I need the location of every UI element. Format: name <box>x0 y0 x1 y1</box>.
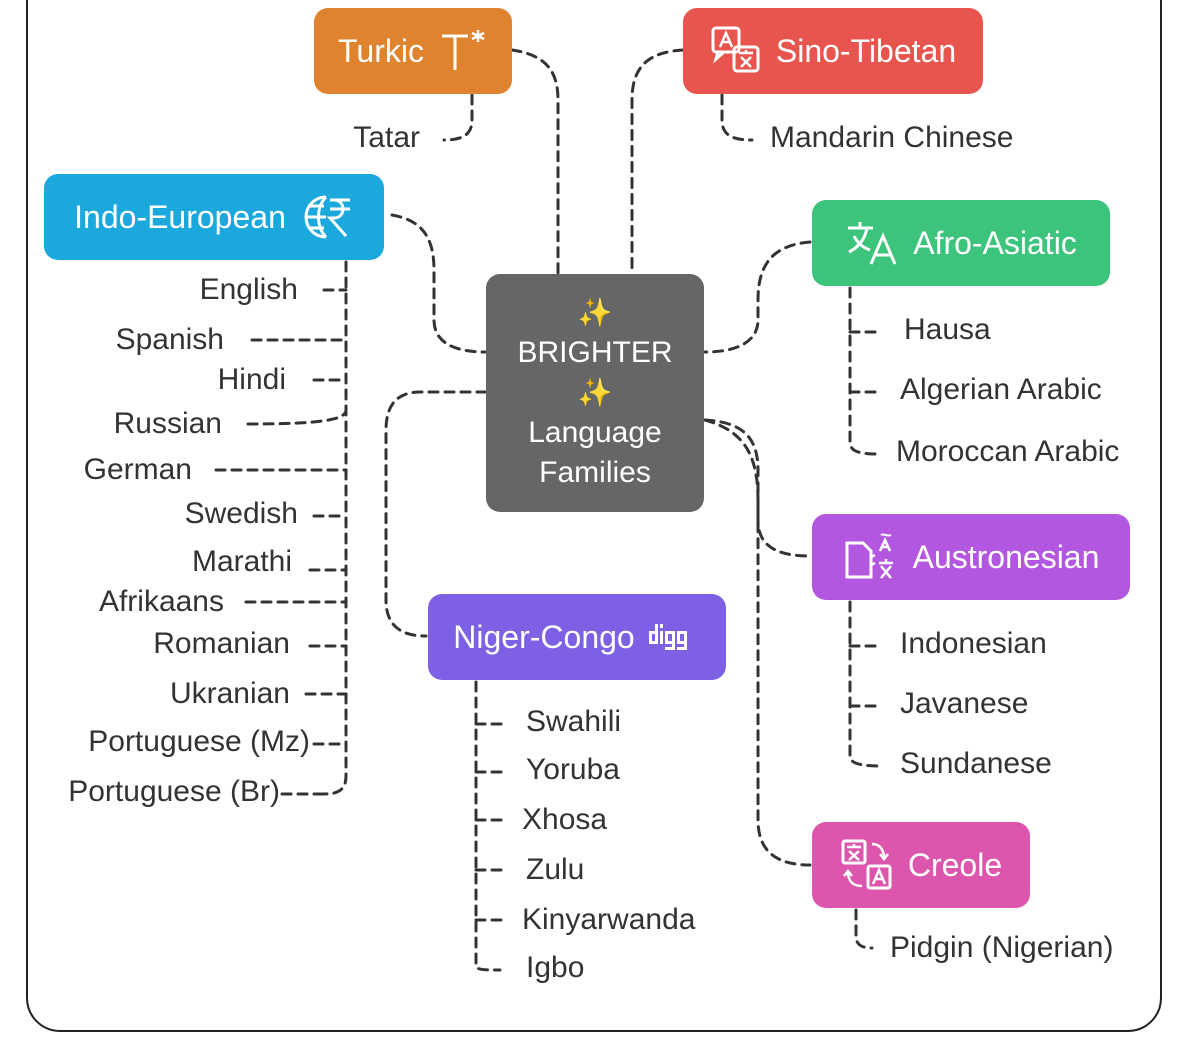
link-indo-european <box>390 213 488 354</box>
family-label: Turkic <box>338 32 424 69</box>
language-item: Hausa <box>904 313 991 346</box>
language-item: Russian <box>113 407 222 440</box>
language-item: Swedish <box>184 497 298 530</box>
translate-chat-icon <box>710 25 762 77</box>
language-item: Romanian <box>153 627 290 660</box>
language-item: Afrikaans <box>98 585 224 618</box>
language-item: Hindi <box>217 363 286 396</box>
family-creole[interactable]: Creole <box>812 822 1030 908</box>
family-label: Sino-Tibetan <box>775 32 957 69</box>
family-turkic[interactable]: Turkic <box>314 8 512 94</box>
family-label: Indo-European <box>74 198 286 235</box>
language-item: Spanish <box>115 323 224 356</box>
family-label: Creole <box>907 846 1003 883</box>
center-title-line3: Families <box>539 456 651 489</box>
center-title-line1: BRIGHTER <box>517 336 673 369</box>
family-austronesian[interactable]: Austronesian <box>812 514 1130 600</box>
family-sino-tibetan[interactable]: Sino-Tibetan <box>683 8 983 94</box>
language-item: German <box>83 453 192 486</box>
language-item: Javanese <box>900 687 1029 720</box>
language-item: Sundanese <box>900 747 1052 780</box>
language-item: Ukranian <box>169 677 290 710</box>
language-item: Swahili <box>526 705 622 738</box>
family-afro-asiatic[interactable]: Afro-Asiatic <box>812 200 1110 286</box>
language-item: Tatar <box>353 121 420 154</box>
family-indo-european[interactable]: Indo-European <box>44 174 384 260</box>
language-item: Pidgin (Nigerian) <box>890 931 1114 964</box>
sparkles-icon: ✨ <box>577 377 613 408</box>
language-item: Kinyarwanda <box>522 903 696 936</box>
diagram-frame <box>26 0 1162 1032</box>
language-item: English <box>199 273 298 306</box>
language-item: Marathi <box>191 545 292 578</box>
language-item: Portuguese (Br) <box>68 775 280 808</box>
center-title-line2: Language <box>528 416 662 449</box>
language-item: Indonesian <box>900 627 1047 660</box>
center-node: ✨ BRIGHTER ✨ Language Families <box>486 274 704 512</box>
link-austronesian <box>703 418 812 558</box>
link-niger-congo <box>384 390 488 638</box>
link-creole <box>703 418 812 867</box>
language-item: Zulu <box>526 853 585 886</box>
language-item: Igbo <box>526 951 585 984</box>
sparkles-icon: ✨ <box>577 297 613 328</box>
family-label: Afro-Asiatic <box>913 224 1077 261</box>
family-label: Niger-Congo <box>453 618 635 655</box>
language-item: Xhosa <box>522 803 608 836</box>
digg-icon <box>648 622 701 652</box>
language-item: Algerian Arabic <box>900 373 1102 406</box>
link-sino-tibetan <box>630 48 685 276</box>
language-item: Portuguese (Mz) <box>88 725 310 758</box>
language-swap-icon <box>840 838 894 892</box>
link-turkic <box>510 48 560 276</box>
language-item: Yoruba <box>526 753 620 786</box>
translate-icon <box>845 218 899 268</box>
globe-rupee-icon <box>300 192 354 242</box>
text-asterisk-icon <box>438 26 488 76</box>
link-afro-asiatic <box>703 240 812 354</box>
language-item: Mandarin Chinese <box>770 121 1014 154</box>
family-niger-congo[interactable]: Niger-Congo <box>428 594 726 680</box>
language-item: Moroccan Arabic <box>896 435 1120 468</box>
family-label: Austronesian <box>912 538 1100 575</box>
document-translate-icon <box>843 531 899 583</box>
